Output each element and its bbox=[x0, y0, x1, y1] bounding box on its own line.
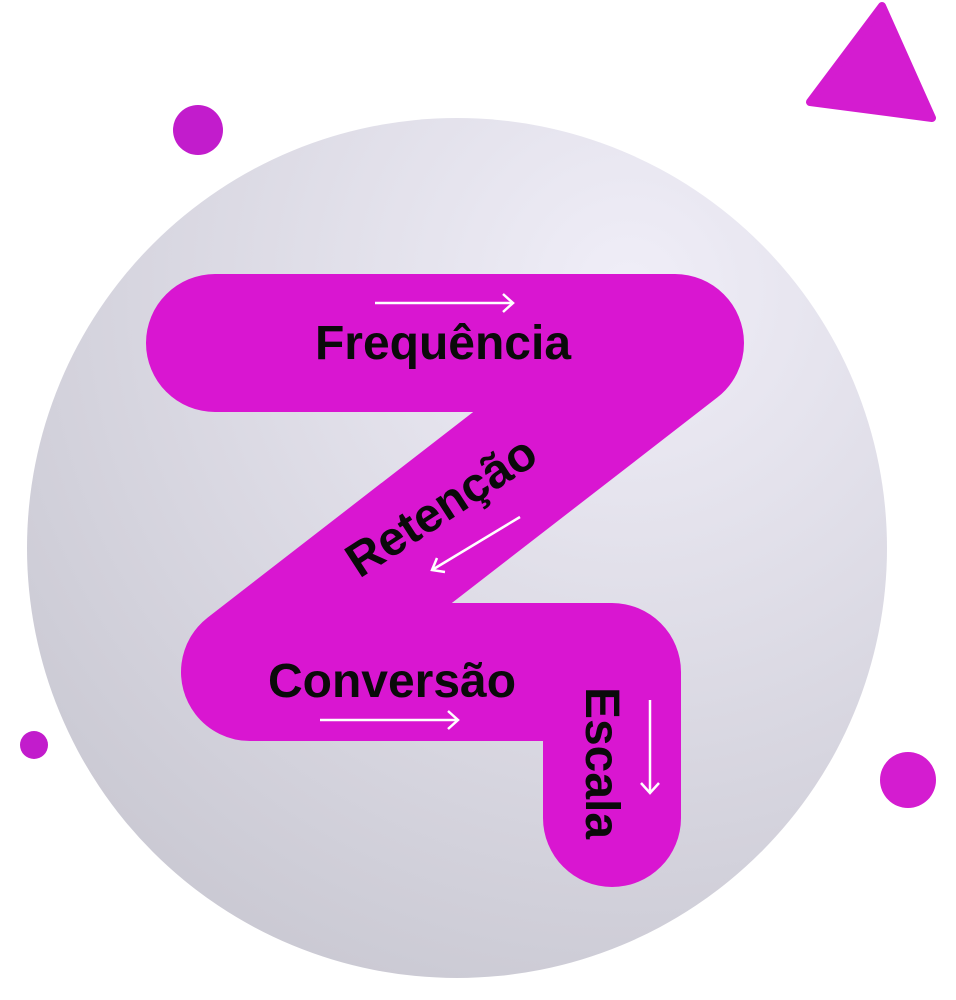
decor-dot-left bbox=[20, 731, 48, 759]
decor-dot-right bbox=[880, 752, 936, 808]
arrow-escala bbox=[640, 700, 660, 795]
step-label-conversao: Conversão bbox=[268, 655, 516, 708]
arrow-frequencia bbox=[375, 293, 515, 313]
z-path-shape bbox=[146, 274, 744, 887]
step-label-frequencia: Frequência bbox=[315, 317, 571, 370]
arrow-retencao bbox=[430, 515, 521, 574]
arrow-conversao bbox=[320, 710, 460, 730]
decor-triangle bbox=[806, 2, 936, 122]
step-label-escala: Escala bbox=[575, 687, 628, 839]
decor-dot-top bbox=[173, 105, 223, 155]
